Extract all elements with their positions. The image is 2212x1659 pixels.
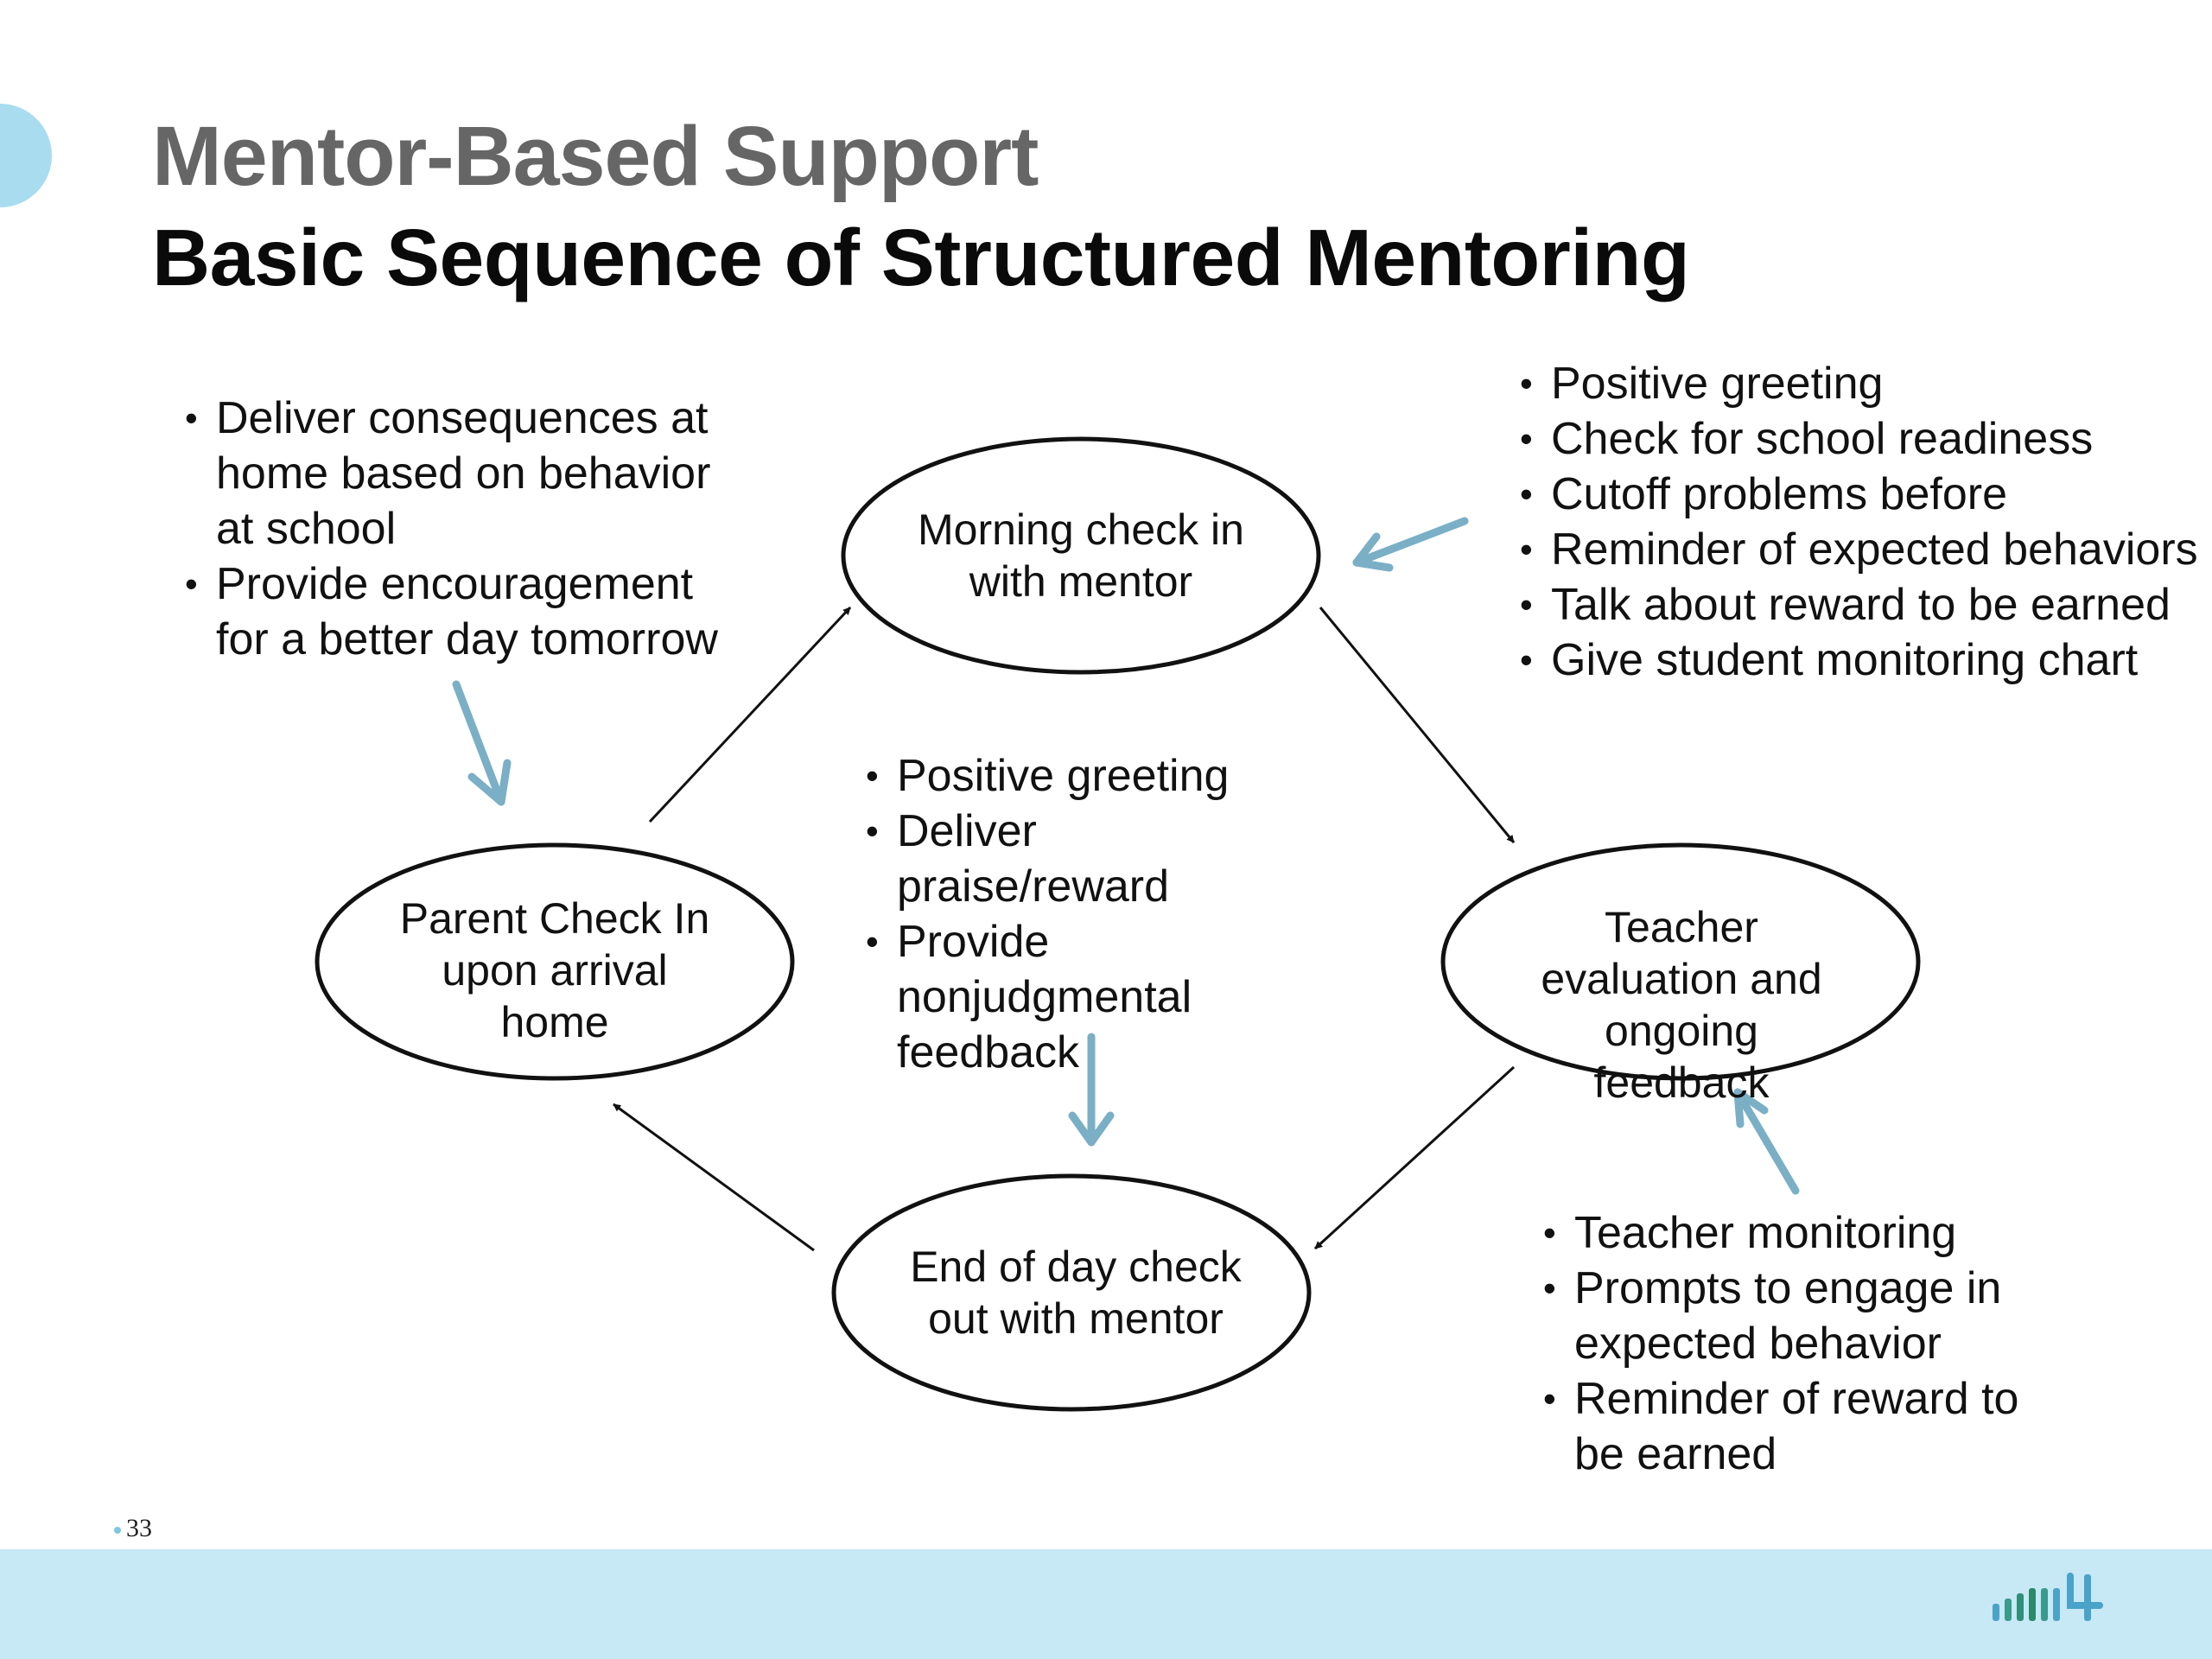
- node-parent-label: Parent Check In upon arrival home: [399, 894, 710, 1046]
- list-item: Teacher monitoring: [1524, 1205, 2077, 1261]
- list-item: Give student monitoring chart: [1501, 632, 2209, 688]
- node-morning-ellipse: [841, 436, 1321, 675]
- list-item: Deliver consequences at home based on be…: [166, 391, 753, 556]
- list-item: Talk about reward to be earned: [1501, 577, 2209, 632]
- notes-teacher: Teacher monitoring Prompts to engage in …: [1524, 1205, 2077, 1482]
- node-teacher-ellipse: [1440, 842, 1921, 1081]
- slide-title: Mentor-Based Support: [152, 109, 1039, 203]
- node-teacher-label: Teacher evaluation and ongoing feedback: [1541, 903, 1822, 1107]
- footer-bar: [0, 1549, 2212, 1659]
- flow-arrow-morning-to-teacher: [1319, 607, 1516, 843]
- notes-end-of-day: Positive greeting Deliver praise/reward …: [847, 748, 1262, 1080]
- list-item: Positive greeting: [847, 748, 1262, 804]
- notes-morning: Positive greeting Check for school readi…: [1501, 356, 2209, 688]
- flow-arrow-end-of-day-to-parent: [613, 1103, 815, 1252]
- node-parent-ellipse: [315, 842, 795, 1081]
- list-item: Reminder of expected behaviors: [1501, 522, 2209, 577]
- slide-subtitle: Basic Sequence of Structured Mentoring: [152, 213, 1690, 302]
- list-item: Provide encouragement for a better day t…: [166, 556, 753, 667]
- brand-logo: [1993, 1573, 2103, 1621]
- list-item: Positive greeting: [1501, 356, 2209, 411]
- list-item: Check for school readiness: [1501, 411, 2209, 467]
- list-item: Prompts to engage in expected behavior: [1524, 1261, 2077, 1371]
- node-end-of-day-ellipse: [831, 1173, 1312, 1412]
- callout-arrow-home: [452, 680, 512, 806]
- node-morning-label: Morning check in with mentor: [918, 505, 1244, 606]
- list-item: Cutoff problems before: [1501, 467, 2209, 522]
- callout-arrow-morning: [1352, 517, 1469, 572]
- flow-arrow-parent-to-morning: [648, 606, 852, 823]
- callout-arrow-teacher: [1733, 1088, 1800, 1195]
- list-item: Reminder of reward to be earned: [1524, 1371, 2077, 1482]
- notes-home: Deliver consequences at home based on be…: [166, 391, 753, 667]
- page-number: 33: [114, 1514, 152, 1543]
- list-item: Provide nonjudgmental feedback: [847, 914, 1262, 1080]
- node-end-of-day-label: End of day check out with mentor: [910, 1243, 1242, 1343]
- flow-arrow-teacher-to-end-of-day: [1313, 1065, 1516, 1250]
- list-item: Deliver praise/reward: [847, 804, 1262, 914]
